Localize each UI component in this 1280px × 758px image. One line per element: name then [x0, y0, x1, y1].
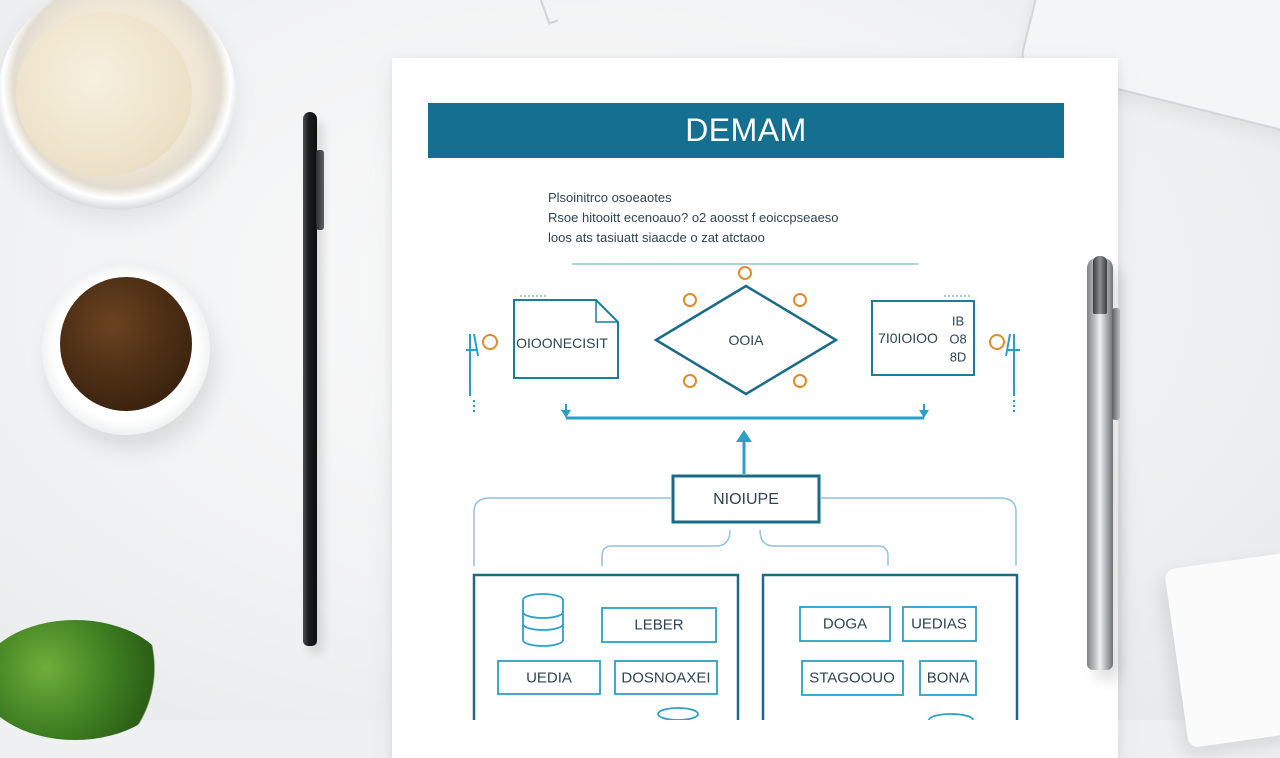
coffee	[60, 277, 192, 411]
document-fold	[595, 300, 618, 323]
item-box	[614, 660, 718, 695]
right-box-label: 7I0IOIOO	[878, 330, 938, 346]
database-icon	[522, 593, 564, 647]
right-box-side-3: 8D	[949, 349, 967, 365]
diamond-label: OOIA	[728, 332, 764, 348]
arrow-right-down	[919, 410, 929, 418]
connector-dot	[683, 293, 697, 307]
rice	[16, 12, 192, 176]
right-box-side-1: IB	[951, 313, 965, 329]
left-panel	[472, 573, 740, 720]
silver-pen-clip	[1112, 308, 1120, 420]
bracket-right	[820, 497, 1017, 566]
panel-item-boxes	[497, 606, 977, 696]
left-panel-item-1: LEBER	[634, 616, 684, 634]
middle-box-label: NIOIUPE	[713, 491, 779, 508]
split-line-left	[601, 529, 731, 566]
document-title: DEMAM	[685, 112, 807, 148]
item-box	[799, 606, 891, 642]
connector-dot	[793, 374, 807, 388]
paragraph-line-3: loos ats tasiuatt siaacde o zat atctaoo	[548, 230, 765, 245]
item-box	[601, 607, 717, 643]
document-title-banner: DEMAM	[428, 103, 1064, 158]
connector-dot	[793, 293, 807, 307]
item-box	[902, 606, 977, 642]
paragraph-line-1: Plsoinitrco osoeaotes	[548, 190, 672, 205]
right-panel-item-4: BONA	[926, 669, 970, 687]
right-panel-item-3: STAGOOUO	[809, 669, 895, 687]
connector-dot	[683, 374, 697, 388]
left-figure	[466, 333, 479, 396]
connector-dots	[482, 266, 1005, 388]
right-box-side-2: O8	[949, 331, 967, 347]
database-icon-bottom-right	[928, 713, 974, 720]
item-box	[497, 660, 601, 695]
black-pen-clip	[316, 150, 324, 230]
document-shape	[513, 299, 619, 379]
connector-dot	[738, 266, 752, 280]
right-panel	[761, 573, 1019, 720]
rice-bowl	[0, 0, 236, 210]
paragraph-line-2: Rsoe hitooitt ecenoauo? o2 aoosst f eoic…	[548, 210, 839, 225]
left-panel-item-3: DOSNOAXEI	[621, 669, 711, 687]
silver-pen-cap	[1093, 256, 1107, 314]
connector-dot	[482, 334, 498, 350]
right-panel-item-2: UEDIAS	[911, 615, 967, 633]
decision-diamond	[653, 284, 839, 396]
item-box	[801, 660, 904, 696]
bracket-left	[473, 497, 672, 566]
up-arrow-head	[736, 430, 752, 442]
silver-pen	[1087, 258, 1113, 670]
left-panel-item-2: UEDIA	[526, 669, 572, 687]
arrow-left-down	[561, 410, 571, 418]
middle-box	[671, 474, 821, 524]
database-icon-bottom	[657, 707, 699, 720]
coffee-cup	[42, 263, 210, 435]
side-figures	[466, 333, 1020, 412]
split-line-right	[759, 529, 889, 566]
process-box-right	[871, 300, 975, 376]
right-panel-item-1: DOGA	[822, 615, 868, 633]
black-pen	[303, 112, 317, 646]
left-box-label: OIOONECISIT	[516, 335, 608, 351]
connector-dot	[989, 334, 1005, 350]
flow-diagram	[466, 263, 1020, 720]
right-figure	[1005, 333, 1020, 396]
item-box	[919, 660, 977, 696]
